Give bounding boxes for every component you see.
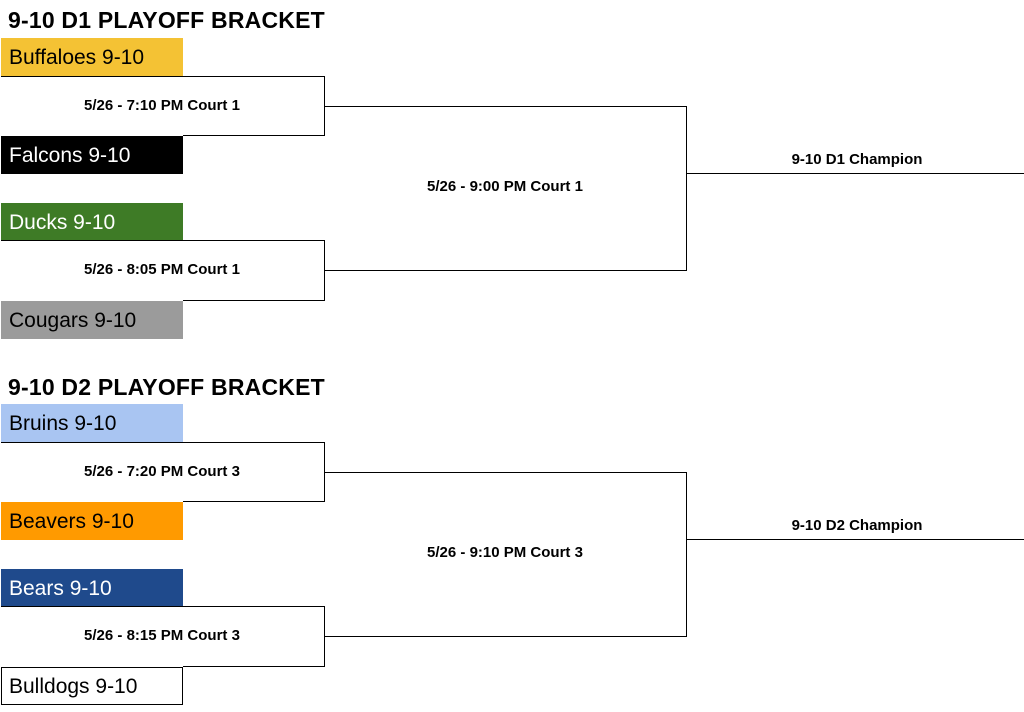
- bracket-line: [1, 240, 325, 241]
- game-label: 5/26 - 7:20 PM Court 3: [84, 463, 240, 480]
- game-label: 5/26 - 9:10 PM Court 3: [427, 544, 583, 561]
- bracket-line: [1, 442, 325, 443]
- bracket-d2: 9-10 D2 PLAYOFF BRACKET Bruins 9-10 Beav…: [0, 372, 1024, 712]
- game-label: 5/26 - 8:15 PM Court 3: [84, 627, 240, 644]
- bracket-line: [183, 666, 325, 667]
- bracket-line: [324, 636, 687, 637]
- bracket-line: [324, 472, 687, 473]
- bracket-title: 9-10 D2 PLAYOFF BRACKET: [8, 374, 325, 400]
- bracket-line: [686, 472, 687, 637]
- bracket-line: [1, 606, 325, 607]
- team-slot: Cougars 9-10: [1, 301, 183, 339]
- bracket-line: [324, 270, 687, 271]
- team-slot: Bears 9-10: [1, 569, 183, 607]
- team-slot: Falcons 9-10: [1, 136, 183, 174]
- bracket-line: [183, 135, 325, 136]
- bracket-line: [183, 501, 325, 502]
- game-label: 5/26 - 8:05 PM Court 1: [84, 261, 240, 278]
- bracket-title: 9-10 D1 PLAYOFF BRACKET: [8, 7, 325, 33]
- bracket-line: [1, 76, 325, 77]
- team-slot: Bulldogs 9-10: [1, 667, 183, 705]
- champion-line: [686, 173, 1024, 174]
- bracket-line: [686, 106, 687, 271]
- team-slot: Ducks 9-10: [1, 203, 183, 241]
- champion-line: [686, 539, 1024, 540]
- team-slot: Bruins 9-10: [1, 404, 183, 442]
- bracket-d1: 9-10 D1 PLAYOFF BRACKET Buffaloes 9-10 F…: [0, 5, 1024, 345]
- game-label: 5/26 - 7:10 PM Court 1: [84, 97, 240, 114]
- bracket-line: [324, 106, 687, 107]
- champion-label: 9-10 D2 Champion: [791, 517, 923, 534]
- team-slot: Beavers 9-10: [1, 502, 183, 540]
- game-label: 5/26 - 9:00 PM Court 1: [427, 178, 583, 195]
- bracket-line: [183, 300, 325, 301]
- team-slot: Buffaloes 9-10: [1, 38, 183, 76]
- champion-label: 9-10 D1 Champion: [791, 151, 923, 168]
